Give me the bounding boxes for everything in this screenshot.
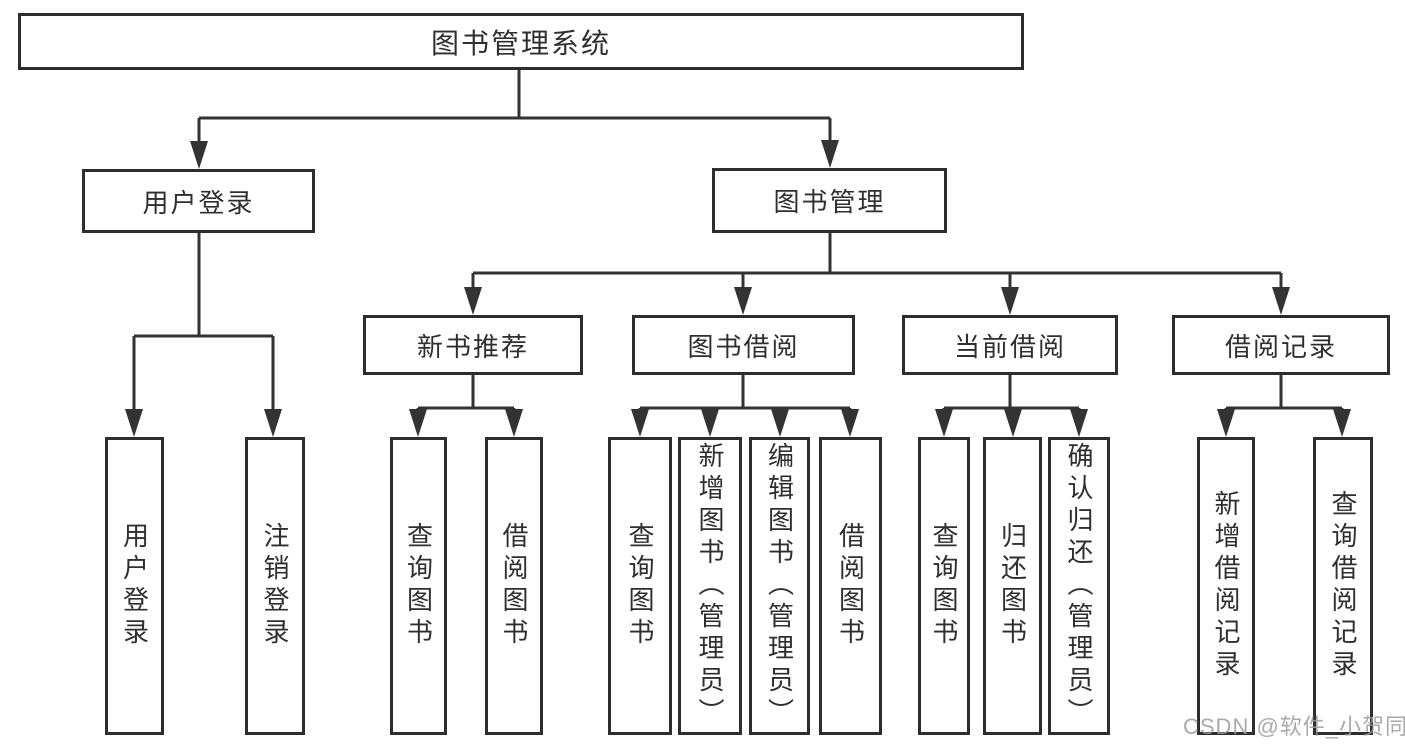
node-leaf-query-borrow-record: 查询借阅记录 — [1313, 437, 1373, 735]
node-borrow-records-label: 借阅记录 — [1224, 331, 1337, 362]
node-library-system-label: 图书管理系统 — [430, 27, 611, 59]
node-new-book-recommend: 新书推荐 — [363, 315, 583, 375]
node-user-login: 用户登录 — [82, 169, 315, 233]
arrowheads — [125, 140, 1351, 437]
node-leaf-query-books-borrow-label: 查询图书 — [625, 522, 655, 650]
node-leaf-edit-books-admin-label: 编辑图书（管理员） — [764, 442, 795, 730]
node-book-borrow-label: 图书借阅 — [687, 331, 800, 362]
node-leaf-borrow-books-recommend: 借阅图书 — [485, 437, 543, 735]
node-library-system: 图书管理系统 — [18, 13, 1024, 70]
node-leaf-query-borrow-record-label: 查询借阅记录 — [1328, 490, 1358, 682]
node-book-management-label: 图书管理 — [773, 187, 886, 217]
node-leaf-query-books-current-label: 查询图书 — [929, 522, 959, 650]
node-leaf-return-books-label: 归还图书 — [997, 522, 1028, 650]
node-leaf-confirm-return-admin: 确认归还（管理员） — [1048, 437, 1110, 735]
node-leaf-query-books-borrow: 查询图书 — [608, 437, 672, 735]
node-leaf-borrow-books-recommend-label: 借阅图书 — [499, 522, 529, 650]
node-book-borrow: 图书借阅 — [632, 315, 855, 375]
node-leaf-logout-login: 注销登录 — [245, 437, 305, 735]
node-current-borrow-label: 当前借阅 — [953, 331, 1066, 362]
node-leaf-add-borrow-record-label: 新增借阅记录 — [1211, 490, 1241, 682]
node-leaf-add-books-admin-label: 新增图书（管理员） — [695, 442, 725, 730]
node-leaf-logout-login-label: 注销登录 — [260, 522, 290, 650]
node-leaf-return-books: 归还图书 — [983, 437, 1042, 735]
node-leaf-borrow-books-label: 借阅图书 — [835, 522, 866, 650]
node-new-book-recommend-label: 新书推荐 — [416, 331, 529, 362]
node-user-login-label: 用户登录 — [142, 187, 255, 218]
node-leaf-add-borrow-record: 新增借阅记录 — [1197, 437, 1255, 735]
node-book-management: 图书管理 — [712, 168, 947, 233]
node-leaf-user-login: 用户登录 — [105, 437, 164, 735]
node-leaf-confirm-return-admin-label: 确认归还（管理员） — [1064, 442, 1094, 730]
node-leaf-borrow-books: 借阅图书 — [819, 437, 882, 735]
node-leaf-query-books-current: 查询图书 — [918, 437, 970, 735]
node-leaf-add-books-admin: 新增图书（管理员） — [678, 437, 742, 735]
node-leaf-query-books-recommend-label: 查询图书 — [403, 522, 434, 650]
node-current-borrow: 当前借阅 — [902, 315, 1118, 375]
csdn-watermark: CSDN @软件_小贺同学 — [1183, 714, 1405, 739]
node-leaf-user-login-label: 用户登录 — [119, 522, 150, 650]
node-leaf-query-books-recommend: 查询图书 — [390, 437, 447, 735]
node-leaf-edit-books-admin: 编辑图书（管理员） — [749, 437, 810, 735]
node-borrow-records: 借阅记录 — [1172, 315, 1390, 375]
